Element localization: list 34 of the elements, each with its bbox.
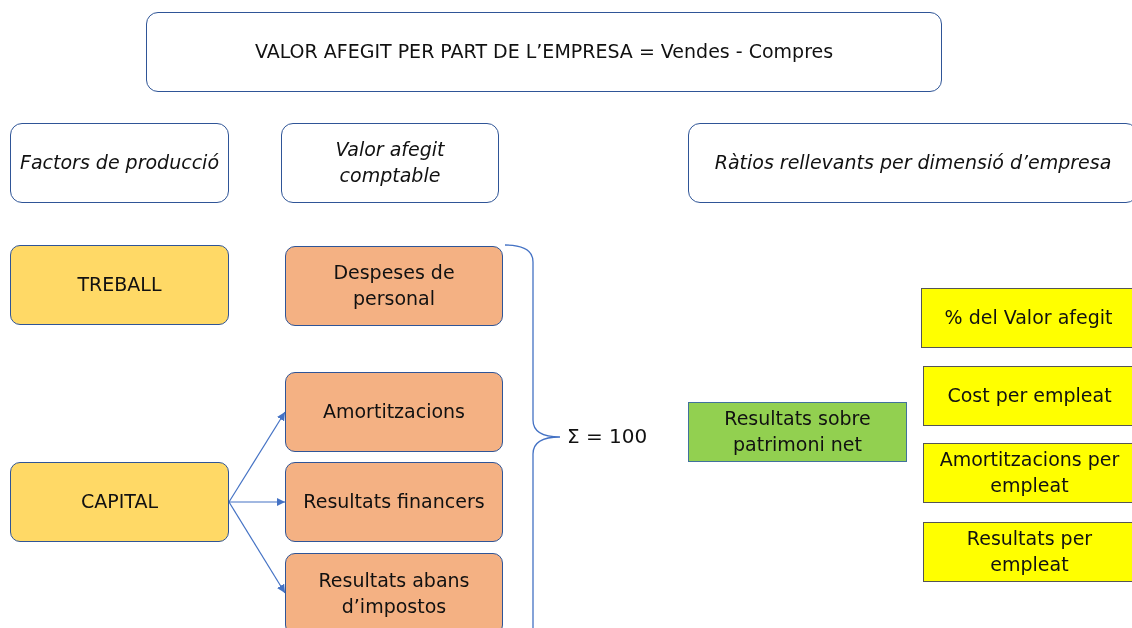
- column-header-box: [10, 123, 229, 203]
- ratio-box: [923, 443, 1132, 503]
- node-text: VALOR AFEGIT PER PART DE L’EMPRESA = Vendes - Compres: [253, 39, 835, 65]
- node-text: Despeses de personal: [332, 260, 456, 311]
- ratio-box: [921, 288, 1132, 348]
- node-text: Amortitzacions: [322, 399, 466, 425]
- node-text: Cost per empleat: [946, 383, 1113, 409]
- factor-box: [10, 462, 229, 542]
- sum-note: Σ = 100: [567, 424, 648, 448]
- arrow: [228, 501, 286, 594]
- factor-box: [10, 245, 229, 325]
- ratio-box: [923, 366, 1132, 426]
- node-text: CAPITAL: [79, 489, 159, 515]
- node-text: % del Valor afegit: [943, 305, 1114, 331]
- node-text: Amortitzacions per empleat: [938, 447, 1121, 498]
- arrow: [228, 411, 286, 503]
- ratio-box: [688, 402, 907, 462]
- ratio-box: [923, 522, 1132, 582]
- column-header-box: [688, 123, 1132, 203]
- node-text: Resultats sobre patrimoni net: [723, 406, 872, 457]
- value-box: [285, 462, 503, 542]
- node-text: Ràtios rellevants per dimensió d’empresa: [713, 150, 1113, 176]
- node-text: Valor afegit comptable: [334, 137, 446, 188]
- node-text: Factors de producció: [19, 150, 220, 176]
- node-text: Resultats financers: [302, 489, 486, 515]
- column-header-box: [281, 123, 499, 203]
- value-box: [285, 553, 503, 628]
- node-text: Resultats abans d’impostos: [317, 568, 471, 619]
- arrow: [228, 497, 286, 507]
- node-text: Resultats per empleat: [965, 526, 1094, 577]
- value-box: [285, 372, 503, 452]
- value-box: [285, 246, 503, 326]
- node-text: TREBALL: [76, 272, 163, 298]
- header-box: [146, 12, 942, 92]
